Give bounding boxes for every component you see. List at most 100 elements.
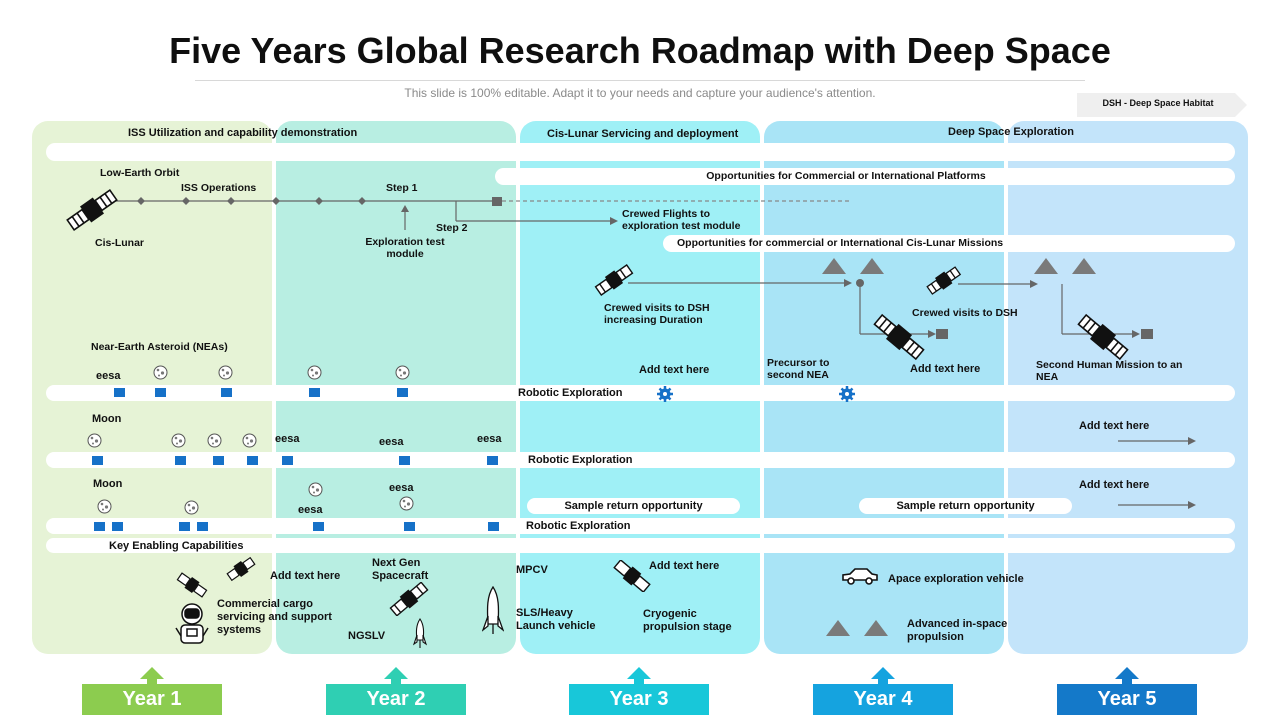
- marker-square: [282, 456, 293, 465]
- satellite-icon: [1077, 313, 1129, 361]
- moon-label: Moon: [93, 478, 123, 490]
- sls-label: SLS/Heavy Launch vehicle: [516, 607, 596, 632]
- satellite-icon: [613, 560, 651, 592]
- triangle-icon: [822, 258, 884, 274]
- marker-square: [94, 522, 105, 531]
- dsh-legend-tag: DSH - Deep Space Habitat: [1077, 93, 1247, 117]
- asteroid-icon: [218, 365, 233, 380]
- band-commercial-platforms-label: Opportunities for Commercial or Internat…: [706, 170, 986, 182]
- marker-square: [309, 388, 320, 397]
- crewed-visits-duration-label: Crewed visits to DSH increasing Duration: [604, 302, 710, 326]
- asteroid-icon: [184, 500, 199, 515]
- year-3-label: Year 3: [569, 684, 709, 715]
- band-cislunar-missions: [663, 235, 1235, 252]
- marker-square: [179, 522, 190, 531]
- asteroid-icon: [399, 496, 414, 511]
- marker-square: [313, 522, 324, 531]
- add-text-label: Add text here: [639, 364, 710, 376]
- band-sample-return-1: [527, 498, 740, 514]
- satellite-icon: [873, 313, 925, 361]
- satellite-icon: [389, 582, 429, 616]
- title-divider: [195, 80, 1085, 81]
- asteroid-icon: [97, 499, 112, 514]
- year-2-arrow: [384, 667, 408, 679]
- precursor-label: Precursor to second NEA: [767, 357, 830, 381]
- year-5-label: Year 5: [1057, 684, 1197, 715]
- column-header-iss: ISS Utilization and capability demonstra…: [128, 127, 358, 139]
- step2-label: Step 2: [436, 222, 468, 234]
- asteroid-icon: [242, 433, 257, 448]
- subtitle: This slide is 100% editable. Adapt it to…: [404, 86, 876, 100]
- asteroid-icon: [395, 365, 410, 380]
- year-5-arrow: [1115, 667, 1139, 679]
- band-key-enabling-label: Key Enabling Capabilities: [109, 540, 244, 552]
- column-header-cislunar: Cis-Lunar Servicing and deployment: [547, 128, 739, 140]
- band-key-enabling: [46, 538, 1235, 553]
- satellite-icon: [176, 572, 208, 598]
- asteroid-icon: [207, 433, 222, 448]
- apace-vehicle-label: Apace exploration vehicle: [888, 573, 1024, 585]
- year-1-arrow-stem: [147, 678, 157, 686]
- year-3-arrow: [627, 667, 651, 679]
- marker-square: [175, 456, 186, 465]
- band-robotic-1-label: Robotic Exploration: [518, 387, 623, 399]
- iss-operations-label: ISS Operations: [181, 182, 257, 194]
- asteroid-icon: [87, 433, 102, 448]
- marker-square: [213, 456, 224, 465]
- eesa-label: eesa: [275, 433, 300, 445]
- eesa-label: eesa: [298, 504, 323, 516]
- rocket-icon: [482, 586, 504, 634]
- band-robotic-1: [46, 385, 1235, 401]
- satellite-icon: [926, 266, 962, 295]
- marker-square: [488, 522, 499, 531]
- advanced-propulsion-label: Advanced in-space propulsion: [907, 618, 1008, 643]
- rocket-icon: [413, 618, 427, 648]
- dsh-legend-label: DSH - Deep Space Habitat: [1102, 98, 1214, 108]
- near-earth-asteroid-label: Near-Earth Asteroid (NEAs): [91, 341, 228, 353]
- tag-shape: [1077, 93, 1247, 117]
- marker-square: [247, 456, 258, 465]
- add-text-label: Add text here: [270, 570, 341, 582]
- marker-square: [397, 388, 408, 397]
- triangle-icon: [826, 620, 888, 636]
- moon-label: Moon: [92, 413, 122, 425]
- band-sample-return-2-label: Sample return opportunity: [896, 500, 1035, 512]
- eesa-label: eesa: [379, 436, 404, 448]
- band-top: [46, 143, 1235, 161]
- asteroid-icon: [153, 365, 168, 380]
- astronaut-icon: [175, 603, 209, 644]
- page-title: Five Years Global Research Roadmap with …: [169, 30, 1111, 71]
- year-5-arrow-stem: [1122, 678, 1132, 686]
- eesa-label: eesa: [389, 482, 414, 494]
- step1-label: Step 1: [386, 182, 418, 194]
- exploration-test-module-label: Exploration test module: [365, 236, 445, 260]
- add-text-label: Add text here: [1079, 479, 1150, 491]
- asteroid-icon: [171, 433, 186, 448]
- crewed-visits-dsh-label: Crewed visits to DSH: [912, 307, 1018, 319]
- marker-square: [112, 522, 123, 531]
- year-2-arrow-stem: [391, 678, 401, 686]
- marker-square: [92, 456, 103, 465]
- add-text-label: Add text here: [1079, 420, 1150, 432]
- car-icon: [842, 568, 878, 585]
- band-cislunar-missions-label: Opportunities for commercial or Internat…: [677, 237, 1004, 249]
- timeline-diamonds: [137, 197, 366, 205]
- band-sample-return-1-label: Sample return opportunity: [564, 500, 703, 512]
- cryogenic-label: Cryogenic propulsion stage: [643, 608, 732, 633]
- low-earth-orbit-label: Low-Earth Orbit: [100, 167, 180, 179]
- ngslv-label: NGSLV: [348, 630, 386, 642]
- marker-square: [155, 388, 166, 397]
- marker-square: [404, 522, 415, 531]
- next-gen-spacecraft-label: Next Gen Spacecraft: [372, 557, 429, 582]
- marker-square: [221, 388, 232, 397]
- band-commercial-platforms: [495, 168, 1235, 185]
- add-text-label: Add text here: [910, 363, 981, 375]
- year-3-arrow-stem: [634, 678, 644, 686]
- band-robotic-3-label: Robotic Exploration: [526, 520, 631, 532]
- marker-square: [487, 456, 498, 465]
- commercial-cargo-label: Commercial cargo servicing and support s…: [217, 598, 332, 636]
- band-robotic-2-label: Robotic Exploration: [528, 454, 633, 466]
- triangle-icon: [1034, 258, 1096, 274]
- satellite-icon: [66, 189, 118, 231]
